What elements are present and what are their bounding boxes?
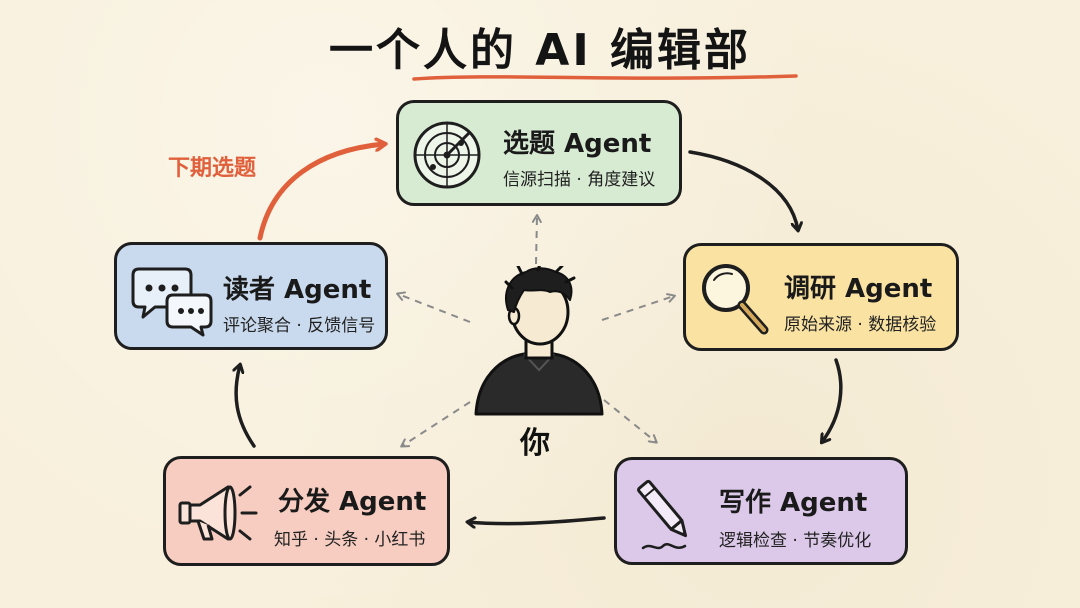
node-writing-title: 写作 Agent: [719, 488, 868, 518]
node-reader-title: 读者 Agent: [223, 275, 372, 305]
person-icon: [474, 266, 604, 416]
node-distribution-agent[interactable]: 分发 Agent 知乎 · 头条 · 小红书: [163, 456, 450, 566]
radar-icon: [413, 121, 481, 189]
pen-icon: [637, 479, 688, 550]
dashed-to-reader: [396, 291, 471, 323]
node-research-title: 调研 Agent: [784, 274, 933, 304]
center-you-label: 你: [520, 426, 550, 461]
arrow-reader-to-topic: [257, 144, 384, 241]
magnifier-icon: [702, 264, 769, 335]
node-distribution-title: 分发 Agent: [278, 487, 427, 517]
chat-bubbles-icon: [131, 267, 213, 337]
arrow-research-to-writing: [822, 358, 843, 442]
feedback-label: 下期选题: [168, 156, 257, 181]
node-topic-agent[interactable]: 选题 Agent 信源扫描 · 角度建议: [396, 100, 682, 206]
page-title: 一个人的 AI 编辑部: [328, 25, 752, 76]
node-topic-title: 选题 Agent: [503, 129, 652, 159]
dashed-to-topic: [531, 214, 542, 265]
node-research-agent[interactable]: 调研 Agent 原始来源 · 数据核验: [683, 243, 959, 351]
node-reader-agent[interactable]: 读者 Agent 评论聚合 · 反馈信号: [114, 242, 388, 350]
arrow-topic-to-research: [688, 150, 798, 230]
node-research-subtitle: 原始来源 · 数据核验: [784, 315, 937, 335]
dashed-to-distribution: [400, 401, 471, 448]
node-topic-subtitle: 信源扫描 · 角度建议: [503, 170, 656, 190]
megaphone-icon: [178, 485, 258, 541]
node-distribution-subtitle: 知乎 · 头条 · 小红书: [274, 530, 426, 550]
node-reader-subtitle: 评论聚合 · 反馈信号: [223, 316, 376, 336]
dashed-to-writing: [603, 399, 658, 444]
arrow-writing-to-distribution: [468, 518, 606, 524]
dashed-to-research: [601, 293, 676, 321]
arrow-distribution-to-reader: [236, 365, 256, 448]
node-writing-agent[interactable]: 写作 Agent 逻辑检查 · 节奏优化: [614, 457, 908, 565]
title-underline: [412, 74, 798, 81]
node-writing-subtitle: 逻辑检查 · 节奏优化: [719, 531, 872, 551]
